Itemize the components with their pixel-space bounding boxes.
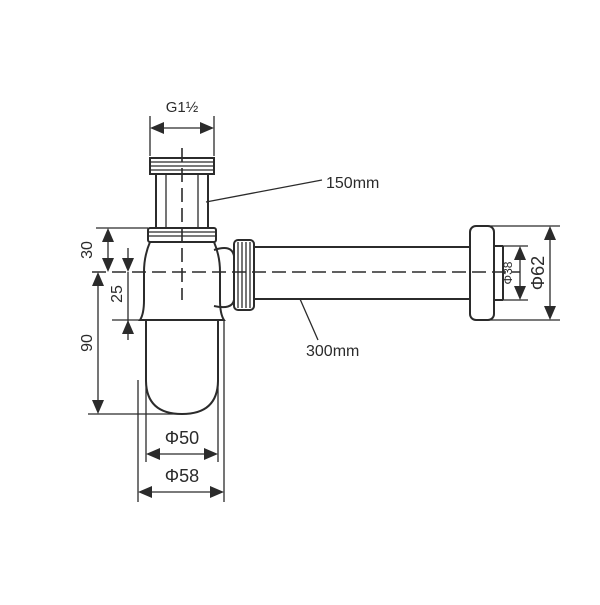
arm-pipe xyxy=(254,246,470,300)
riser-length-callout: 150mm xyxy=(205,175,379,203)
dim-25-label: 25 xyxy=(109,285,126,303)
arm-length-callout: 300mm xyxy=(299,298,359,360)
centerlines xyxy=(92,148,520,300)
dim-30: 30 xyxy=(79,227,148,272)
bottle-body xyxy=(138,241,226,416)
outlet-nut xyxy=(213,239,255,311)
dim-phi58-label: Φ58 xyxy=(165,466,199,486)
dim-30-label: 30 xyxy=(79,241,96,259)
thread-dimension: G1½ xyxy=(149,99,215,156)
dim-phi50: Φ50 xyxy=(145,380,219,462)
arm-length-label: 300mm xyxy=(306,343,359,360)
riser-length-label: 150mm xyxy=(326,175,379,192)
dim-phi58: Φ58 xyxy=(137,320,225,502)
dim-25: 25 xyxy=(109,248,144,340)
dim-90-label: 90 xyxy=(79,334,96,352)
dim-phi38: Φ38 xyxy=(501,245,528,301)
thread-label: G1½ xyxy=(166,99,199,116)
dim-phi62: Φ62 xyxy=(480,225,560,321)
dim-90: 90 xyxy=(79,272,180,415)
dim-phi50-label: Φ50 xyxy=(165,428,199,448)
wall-flange xyxy=(469,225,504,321)
dim-phi38-label: Φ38 xyxy=(501,261,515,284)
dim-phi62-label: Φ62 xyxy=(528,256,548,290)
